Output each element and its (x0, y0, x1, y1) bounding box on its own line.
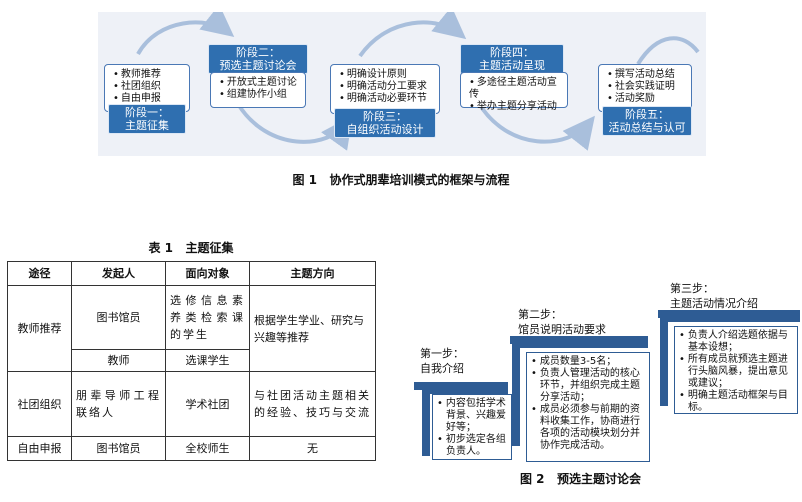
step-3-bracket (660, 310, 800, 406)
route-cell: 社团组织 (7, 371, 72, 437)
route-cell: 自由申报 (7, 435, 72, 462)
stage-3-item: 明确活动必要环节 (339, 93, 436, 105)
step-1-box: 内容包括学术背景、兴趣爱好等； 初步选定各组负责人。 (432, 394, 512, 460)
stage-2-item: 开放式主题讨论 (219, 77, 302, 89)
target-cell: 学术社团 (165, 371, 250, 437)
stage-2-title: 阶段二： 预选主题讨论会 (208, 44, 308, 74)
direction-cell: 与社团活动主题相关的经验、技巧与交流 (249, 371, 376, 437)
step-2-label: 第二步： 馆员说明活动要求 (518, 308, 606, 336)
stage-4-item: 多途径主题活动宣传 (469, 77, 564, 101)
stage-5-item: 活动奖励 (607, 93, 688, 105)
step-3-item: 所有成员就预选主题进行头脑风暴，提出意见或建议； (679, 354, 794, 390)
step-2-box: 成员数量3-5名； 负责人管理活动的核心环节，并组织完成主题分享活动； 成员必须… (526, 352, 650, 462)
step-2-item: 成员必须参与前期的资料收集工作，协商进行各项的活动模块划分并协作完成活动。 (531, 404, 646, 452)
step-2-item: 成员数量3-5名； (531, 356, 646, 368)
step-3-item: 负责人介绍选题依据与基本设想； (679, 330, 794, 354)
stage-1-item: 教师推荐 (113, 69, 186, 81)
table-row: 教师推荐 图书馆员 选修信息素养类检索课的学生 根据学生学业、研究与兴趣等推荐 (7, 284, 376, 373)
step-1-bracket (422, 382, 508, 456)
step-3-label: 第三步： 主题活动情况介绍 (670, 282, 758, 310)
stage-1-item: 社团组织 (113, 81, 186, 93)
figure-2-staircase (414, 310, 800, 456)
theme-collection-table: 途径 发起人 面向对象 主题方向 教师推荐 图书馆员 选修信息素养类检索课的学生… (7, 261, 376, 462)
step-1-label: 第一步： 自我介绍 (420, 347, 464, 375)
stage-4-box: 多途径主题活动宣传 举办主题分享活动 (460, 72, 568, 112)
route-cell: 教师推荐 (7, 284, 72, 373)
step-1-item: 初步选定各组负责人。 (437, 434, 508, 458)
target-cell: 选课学生 (165, 349, 250, 373)
table-header: 途径 (7, 261, 72, 286)
initiator-cell: 图书馆员 (71, 435, 166, 462)
stage-3-item: 明确设计原则 (339, 69, 436, 81)
step-3-box: 负责人介绍选题依据与基本设想； 所有成员就预选主题进行头脑风暴，提出意见或建议；… (674, 326, 798, 414)
stage-1-item: 自由申报 (113, 93, 186, 105)
arrow-1-2 (136, 12, 235, 56)
table-header: 面向对象 (165, 261, 250, 286)
direction-cell: 无 (249, 435, 376, 462)
step-2-top-bar (510, 336, 640, 344)
table-header: 发起人 (71, 261, 166, 286)
table-row: 社团组织 朋辈导师工程联络人 学术社团 与社团活动主题相关的经验、技巧与交流 (7, 371, 376, 437)
table-header: 主题方向 (249, 261, 376, 286)
step-2-bracket (512, 336, 648, 446)
stage-4-item: 举办主题分享活动 (469, 101, 564, 113)
stage-5-box: 撰写活动总结 社会实践证明 活动奖励 (598, 64, 692, 112)
stage-3-box: 明确设计原则 明确活动分工要求 明确活动必要环节 (330, 64, 440, 114)
table-row: 教师 选课学生 (8, 349, 376, 373)
arrow-4-5 (476, 100, 595, 151)
target-cell: 全校师生 (165, 435, 250, 462)
stage-5-item: 撰写活动总结 (607, 69, 688, 81)
figure-2-caption: 图 2 预选主题讨论会 (520, 472, 642, 486)
step-3-top-bar (658, 310, 794, 318)
stage-5-item: 社会实践证明 (607, 81, 688, 93)
arrow-5-out (636, 36, 700, 66)
figure-1-diagram: 教师推荐 社团组织 自由申报 阶段一： 主题征集 阶段二： 预选主题讨论会 开放… (98, 12, 706, 156)
stage-2-item: 组建协作小组 (219, 89, 302, 101)
target-cell: 选修信息素养类检索课的学生 (165, 284, 250, 351)
step-1-item: 内容包括学术背景、兴趣爱好等； (437, 398, 508, 434)
step-2-item: 负责人管理活动的核心环节，并组织完成主题分享活动； (531, 368, 646, 404)
stage-3-title: 阶段三： 自组织活动设计 (334, 108, 436, 138)
table-1-caption: 表 1 主题征集 (148, 241, 234, 255)
initiator-cell: 朋辈导师工程联络人 (71, 371, 166, 437)
step-1-top-bar (414, 382, 500, 390)
table-row: 自由申报 图书馆员 全校师生 无 (7, 435, 376, 462)
stage-4-title: 阶段四： 主题活动呈现 (460, 44, 564, 74)
stage-5-title: 阶段五： 活动总结与认可 (602, 106, 692, 136)
initiator-cell: 教师 (71, 349, 166, 373)
arrow-3-4 (358, 12, 467, 58)
initiator-cell: 图书馆员 (71, 284, 166, 351)
direction-cell: 根据学生学业、研究与兴趣等推荐 (249, 284, 376, 373)
figure-1-caption: 图 1 协作式朋辈培训模式的框架与流程 (292, 173, 510, 187)
step-3-item: 明确主题活动框架与目标。 (679, 390, 794, 414)
stage-2-box: 开放式主题讨论 组建协作小组 (210, 72, 306, 108)
stage-1-title: 阶段一： 主题征集 (108, 104, 186, 134)
stage-3-item: 明确活动分工要求 (339, 81, 436, 93)
